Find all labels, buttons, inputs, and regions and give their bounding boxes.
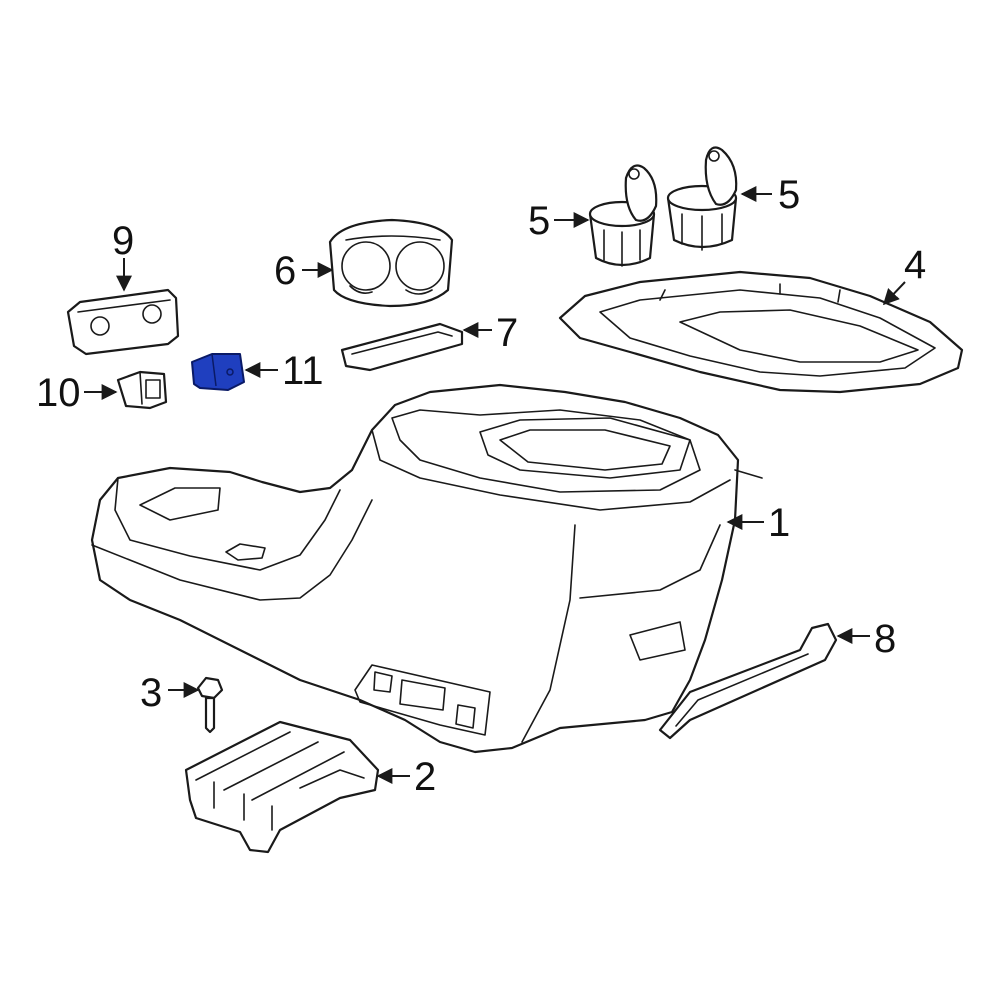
- callout-8: 8: [874, 617, 896, 661]
- callout-2: 2: [414, 755, 436, 799]
- callout-11: 11: [282, 349, 324, 393]
- dual-cup-holder-part: [328, 218, 454, 308]
- leader-lines: [84, 186, 906, 784]
- cup-holder-insert-left-part: [588, 164, 658, 267]
- console-mat-part: [340, 322, 464, 372]
- callout-10: 10: [36, 371, 81, 415]
- callout-5-left: 5: [528, 199, 550, 243]
- callout-3: 3: [140, 671, 162, 715]
- side-trim-strip-part: [658, 622, 838, 740]
- switch-bezel-part: [66, 288, 180, 356]
- mounting-bracket-part: [184, 720, 380, 854]
- callout-7: 7: [496, 311, 518, 355]
- callout-5-right: 5: [778, 173, 800, 217]
- callout-9: 9: [112, 219, 134, 263]
- power-outlet-part: [116, 370, 168, 410]
- usb-port-highlighted-part: [191, 353, 245, 391]
- cup-holder-insert-right-part: [666, 146, 738, 251]
- callout-4: 4: [904, 243, 926, 287]
- callout-labels: 1 2 3 4 5 5 6 7 8 9 10 11: [36, 173, 926, 799]
- mounting-bolt-part: [196, 676, 224, 734]
- leader-4: [882, 281, 906, 306]
- callout-1: 1: [768, 501, 790, 545]
- console-body-part: [90, 383, 763, 754]
- console-trim-ring-part: [558, 270, 964, 394]
- callout-6: 6: [274, 249, 296, 293]
